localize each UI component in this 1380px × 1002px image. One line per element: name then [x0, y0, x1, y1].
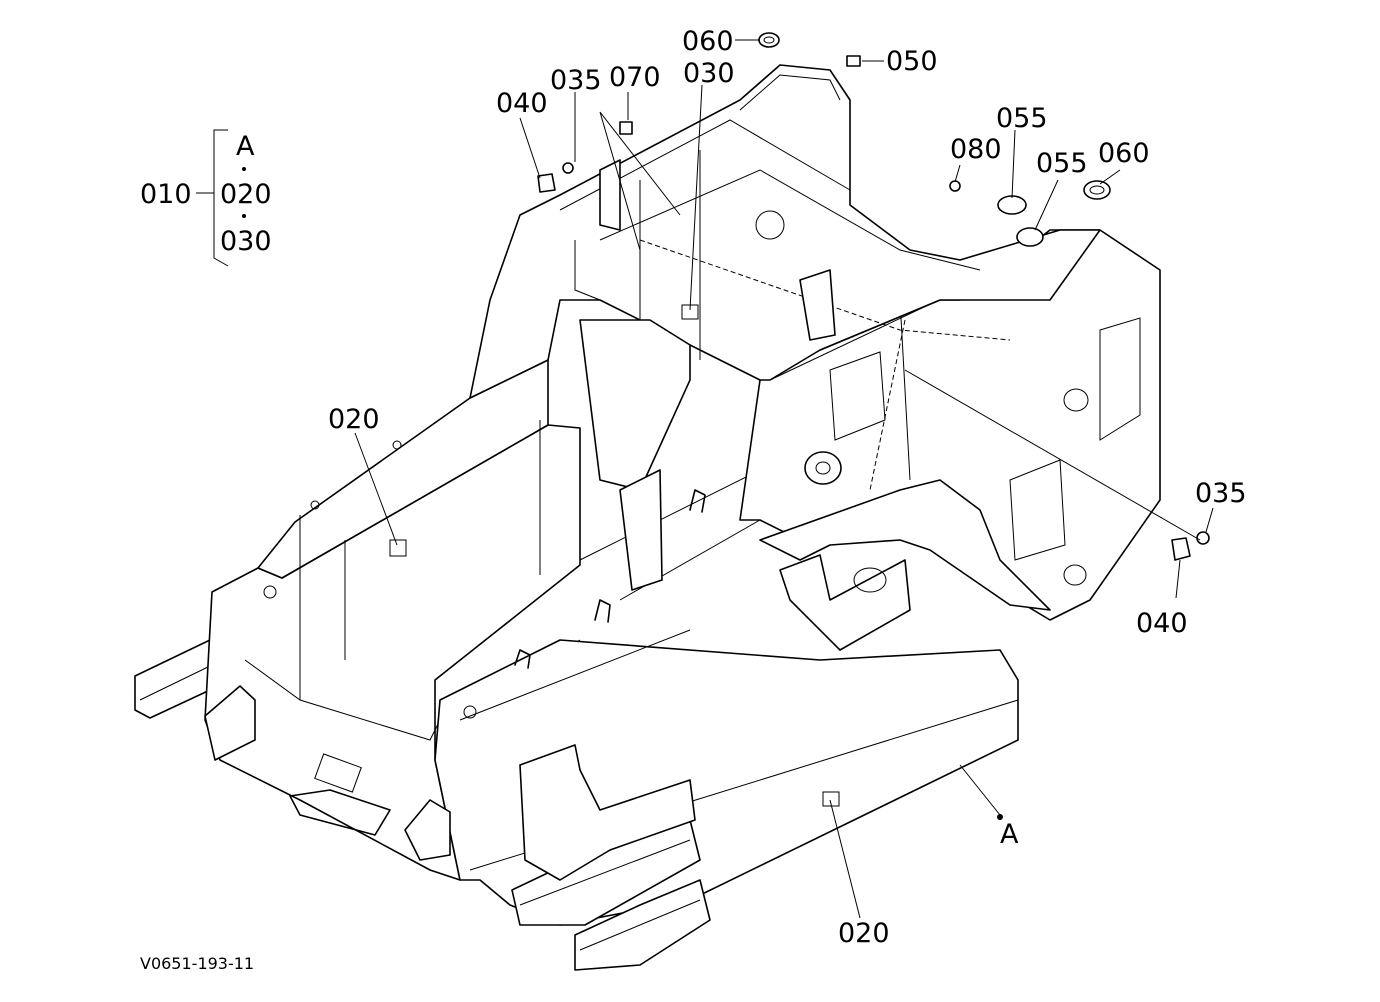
callout-020-bottom: 020 — [838, 918, 890, 949]
hardware — [537, 32, 1210, 820]
legend: 010 A 020 030 — [140, 129, 272, 267]
callout-070: 070 — [609, 62, 661, 93]
point-a — [997, 814, 1003, 820]
plug-055-b — [1016, 227, 1044, 247]
callout-040-right: 040 — [1136, 608, 1188, 639]
grommet-060-right — [1083, 180, 1111, 200]
callout-020-left: 020 — [328, 404, 380, 435]
callouts: 060 050 035 070 030 040 055 055 060 080 … — [328, 26, 1247, 949]
callout-030: 030 — [683, 58, 735, 89]
callout-035-top: 035 — [550, 65, 602, 96]
callout-055-a: 055 — [996, 103, 1048, 134]
callout-a: A — [1000, 819, 1019, 850]
bolt-080 — [949, 180, 961, 192]
bolt-050 — [846, 55, 861, 67]
legend-item-a: A — [236, 131, 255, 162]
legend-item-030: 030 — [220, 226, 272, 257]
bolt-035-right — [1196, 531, 1210, 545]
bolt-035-top — [562, 162, 574, 174]
grommet-060-top — [758, 32, 780, 48]
legend-item-020: 020 — [220, 179, 272, 210]
nut-040-top — [537, 173, 556, 193]
nut-070 — [619, 121, 633, 135]
callout-040-top: 040 — [496, 88, 548, 119]
drawing-code: V0651-193-11 — [140, 954, 254, 973]
callout-050: 050 — [886, 46, 938, 77]
plug-055-a — [997, 195, 1027, 215]
leaders — [354, 39, 1214, 919]
nut-040-right — [1171, 537, 1191, 561]
callout-035-right: 035 — [1195, 478, 1247, 509]
callout-055-b: 055 — [1036, 148, 1088, 179]
frame-drawing — [134, 64, 1161, 971]
callout-060-top: 060 — [682, 26, 734, 57]
legend-parent-label: 010 — [140, 179, 192, 210]
callout-060-right: 060 — [1098, 138, 1150, 169]
callout-080: 080 — [950, 134, 1002, 165]
